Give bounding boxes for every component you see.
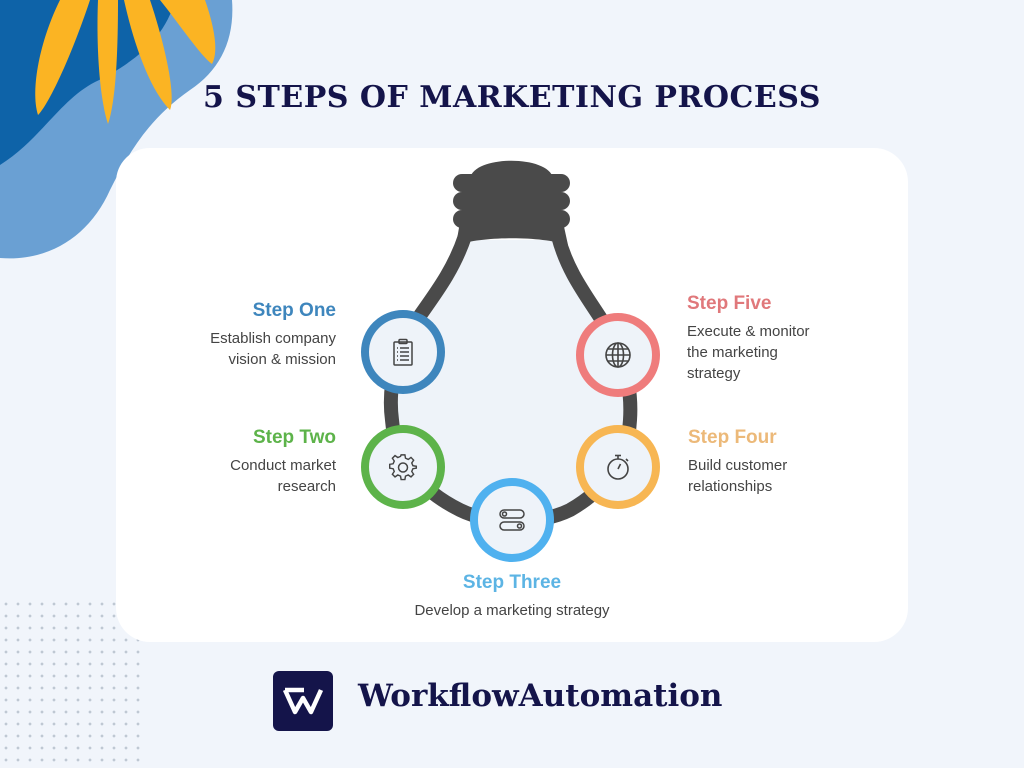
step-two-description-line2: research [277, 478, 336, 495]
step-three-node [470, 478, 554, 562]
brand-logo [273, 671, 333, 731]
globe-icon [605, 342, 631, 368]
step-two-description-line1: Conduct market [230, 457, 336, 474]
step-two-node [361, 425, 445, 509]
step-two-label: Step Two [252, 427, 336, 448]
step-four-description-line1: Build customer [688, 457, 788, 474]
step-one-description-line2: vision & mission [228, 351, 336, 368]
step-one-text: Step One Establish company vision & miss… [176, 300, 336, 370]
toggle-switches-icon [499, 509, 525, 531]
step-four-node [576, 425, 660, 509]
page-title: 5 STEPS OF MARKETING PROCESS [203, 80, 821, 115]
step-five-description-line3: strategy [687, 365, 741, 382]
clipboard-icon [393, 338, 413, 366]
step-three-label: Step Three [462, 572, 562, 593]
step-four-label: Step Four [688, 427, 777, 448]
brand-name: WorkflowAutomation [358, 678, 723, 714]
w-logo-icon [282, 687, 324, 715]
step-four-text: Step Four Build customer relationships [688, 427, 868, 497]
step-one-label: Step One [252, 300, 336, 321]
step-five-text: Step Five Execute & monitor the marketin… [687, 293, 867, 384]
stopwatch-icon [607, 454, 629, 480]
step-three-description: Develop a marketing strategy [414, 602, 610, 619]
step-one-description-line1: Establish company [210, 330, 336, 347]
step-four-description-line2: relationships [688, 478, 773, 495]
step-five-description-line2: the marketing [687, 344, 778, 361]
step-one-node [361, 310, 445, 394]
step-three-text: Step Three Develop a marketing strategy [362, 572, 662, 621]
gear-icon [388, 454, 418, 481]
decorative-blob [0, 0, 233, 259]
decorative-dot-grid [0, 598, 140, 768]
step-two-text: Step Two Conduct market research [176, 427, 336, 497]
step-five-node [576, 313, 660, 397]
step-five-description-line1: Execute & monitor [687, 323, 810, 340]
step-five-label: Step Five [687, 293, 772, 314]
